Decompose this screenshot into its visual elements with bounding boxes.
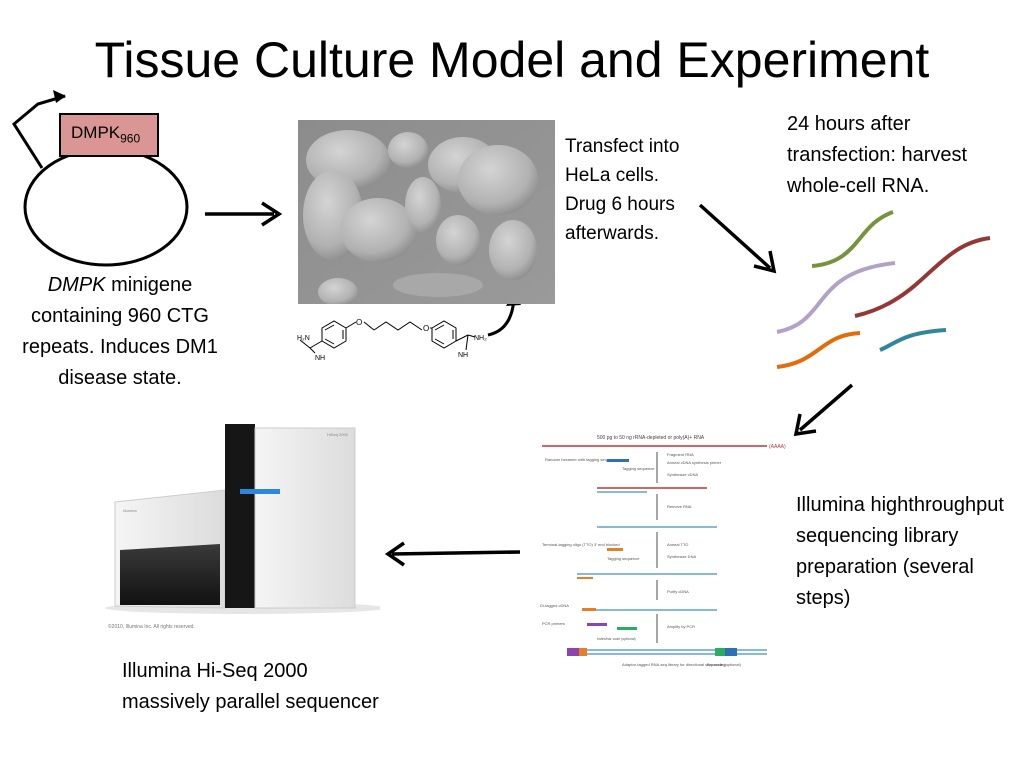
rna-strand-green [811,210,894,268]
lib-polya: (AAAA) [769,444,786,450]
plasmid-circle [23,147,189,267]
lib-header: 500 pg to 50 ng rRNA-depleted or poly(A)… [597,435,705,441]
lib-step-8: Amplify by PCR [667,624,695,629]
lib-step-7: Purify cDNA [667,589,689,594]
library-prep-schematic: 500 pg to 50 ng rRNA-depleted or poly(A)… [540,435,786,667]
image-copyright: ©2010, Illumina Inc. All rights reserved… [108,624,195,630]
hela-cells-micrograph [298,120,555,304]
rna-strand-red [854,236,991,318]
mol-left-amine: H₂N [297,335,310,342]
sequencer-model-label: HiSeq 2000 [327,432,349,437]
lib-step-2: Anneal cDNA synthesis primer [667,460,722,465]
dmpk-insert-box: DMPK960 [59,113,159,157]
lib-tto: Terminal-tagging oligo (TTO) 3' end bloc… [542,542,620,547]
lib-random-hexamer: Random hexamer with tagging sequence [545,457,618,462]
mol-oxygen-left: O [356,318,362,327]
promoter-arrowhead [53,90,66,103]
slide-title: Tissue Culture Model and Experiment [94,32,930,88]
lib-tagging-2: Tagging sequence [607,556,640,561]
mol-left-imine: NH [315,355,325,362]
mol-oxygen-right: O [423,324,429,333]
harvest-text: 24 hours after transfection: harvest who… [787,113,968,197]
rna-strand-teal [879,328,947,352]
dmpk-label: DMPK [71,123,121,142]
dmpk-subscript: 960 [120,131,141,146]
lib-step-3: Synthesize cDNA [667,472,698,477]
lib-pcr-primers: PCR primers [542,621,565,626]
arrow-to-library [798,383,854,432]
plasmid-caption-text: minigene containing 960 CTG repeats. Ind… [22,274,218,389]
drug-molecule [299,320,476,354]
transfect-text: Transfect into HeLa cells. Drug 6 hours … [565,136,680,244]
plasmid-caption-gene: DMPK [47,274,106,296]
lib-footer: Adaptor-tagged RNA-seq library for direc… [622,662,726,667]
mol-right-amine: NH₂ [474,335,487,342]
lib-step-5: Anneal TTO [667,542,688,547]
promoter-arrow [12,94,66,169]
rna-strand-purple [776,261,896,334]
arrow-to-sequencer [391,550,521,556]
sequencer-text: Illumina Hi-Seq 2000 massively parallel … [122,660,379,713]
library-prep-text: Illumina highthroughput sequencing libra… [796,494,1004,609]
hiseq-sequencer-image: illumina HiSeq 2000 [105,424,380,614]
lib-index: Index/bar code (optional) [597,637,636,641]
lib-step-1: Fragment RNA [667,452,694,457]
lib-ditagged: Di-tagged cDNA [540,603,569,608]
lib-tagging: Tagging sequence [622,466,655,471]
lib-barcode: Bar code (optional) [707,662,741,667]
sequencer-brand: illumina [123,508,137,513]
rna-strand-orange [776,331,861,369]
plasmid-caption: DMPK minigene containing 960 CTG repeats… [0,270,240,394]
arrow-to-rna [698,203,772,270]
lib-step-6: Synthesize DNA [667,554,696,559]
lib-step-4: Remove RNA [667,504,692,509]
mol-right-imine: NH [458,352,468,359]
